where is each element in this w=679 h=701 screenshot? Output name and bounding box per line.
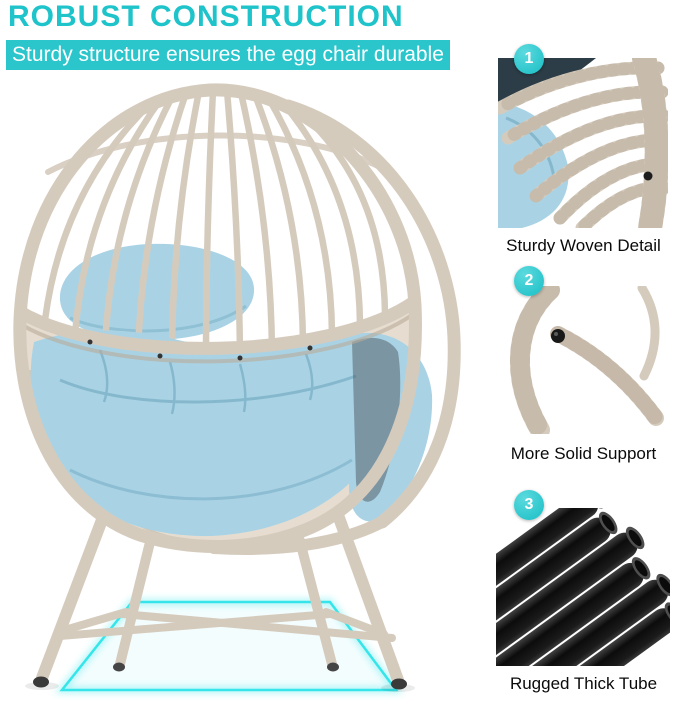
egg-frame-rim — [13, 83, 461, 555]
feature-item-1: 1 — [488, 40, 679, 264]
thick-tube-photo — [496, 508, 670, 666]
subtitle-highlight: Sturdy structure ensures the egg chair d… — [6, 40, 450, 70]
seat-cushion — [30, 330, 433, 537]
feature-1-caption: Sturdy Woven Detail — [506, 236, 661, 255]
floor-glow — [54, 598, 403, 694]
egg-chair-photo — [0, 80, 480, 701]
feature-2-caption: More Solid Support — [510, 444, 657, 463]
feature-3-number-badge: 3 — [514, 490, 544, 520]
feature-item-2: 2 More Solid Support — [488, 266, 679, 472]
subtitle: Sturdy structure ensures the egg chair d… — [6, 40, 450, 70]
feature-item-3: 3 — [488, 490, 679, 701]
feature-3-caption: Rugged Thick Tube — [509, 674, 658, 693]
woven-detail-photo — [498, 58, 668, 228]
solid-support-photo — [498, 286, 668, 434]
feature-1-number-badge: 1 — [514, 44, 544, 74]
page-title: ROBUST CONSTRUCTION — [8, 0, 404, 33]
feature-list: 1 — [488, 40, 679, 701]
feature-2-number-badge: 2 — [514, 266, 544, 296]
egg-waist-band — [16, 296, 418, 364]
